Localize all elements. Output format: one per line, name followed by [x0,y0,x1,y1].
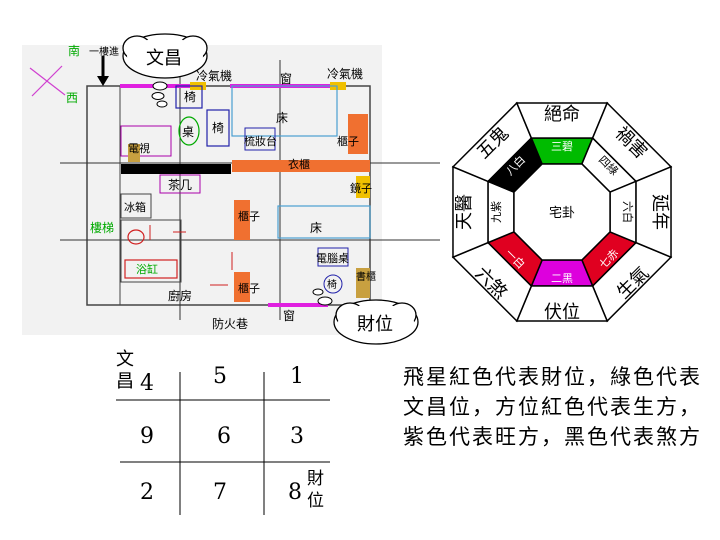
grid-cell: 2 [140,480,154,505]
bed-box [277,205,371,239]
mirror-label: 鏡子 [350,181,372,195]
compass-west: 西 [66,91,78,105]
bagua-outer-label: 伏位 [544,302,580,323]
aircon-left-label: 冷氣機 [196,68,232,83]
partition [120,125,172,157]
compass-line [31,65,63,97]
grid-wenchang-label: 文昌 [116,349,138,393]
sink-circle [127,229,145,245]
table-label: 桌 [182,125,194,139]
bagua-inner-label: 三碧 [551,140,573,153]
caiwei-bubble [312,288,419,345]
compass-south: 南 [68,43,80,58]
grid-wenchang-text: 文昌 [116,349,134,392]
bagua-outer-label: 絕命 [544,104,580,125]
computer-desk-label: 電腦桌 [316,251,349,265]
kitchen-label: 廚房 [168,288,192,303]
tv-label: 電視 [128,141,150,155]
bagua-outer-label: 天醫 [454,194,475,230]
dresser-label: 梳妝台 [244,134,277,148]
cabinet-block [234,272,250,302]
tv-block [128,144,140,162]
bookcase-label: 書櫃 [356,270,376,283]
chair-label: 椅 [212,121,224,135]
aircon-right-label: 冷氣機 [327,66,363,81]
dresser-box [244,127,276,151]
bagua-inner-label: 九紫 [490,201,503,223]
aircon-block [330,82,346,90]
chair-circle [323,274,343,294]
grid-cell: 9 [140,424,154,449]
fire-lane-label: 防火巷 [212,316,248,331]
cabinet-bottom-label: 櫃子 [238,281,260,295]
grid-cell: 4 [140,371,154,396]
grid-cell: 1 [290,364,304,389]
bagua-inner-label: 六白 [621,201,635,223]
table-oval [178,116,200,146]
cabinet-right-label: 櫃子 [337,134,359,148]
desk-box [317,247,349,267]
legend-note: 飛星紅色代表財位，綠色代表文昌位，方位紅色代表生方，紫色代表旺方，黑色代表煞方 [403,365,702,449]
chair-box [206,109,230,147]
bathtub-label: 浴缸 [136,262,158,276]
fridge-box [120,193,152,219]
window-top-label: 窗 [280,72,292,86]
chair-label: 椅 [184,90,196,104]
bed-bottom-label: 床 [310,221,322,235]
wenchang-bubble-text: 文昌 [146,48,182,69]
tea-table-box [159,174,201,194]
bagua-center [513,163,611,261]
window-bottom-label: 窗 [283,309,295,323]
window-strip [268,303,328,307]
wardrobe-label: 衣櫃 [288,157,310,171]
compass-line [29,67,66,96]
wenchang-bubble [122,33,208,108]
fridge-label: 冰箱 [124,200,146,214]
wardrobe-bar [232,160,370,172]
bed-top-label: 床 [276,111,288,125]
entry-label: 一樓進 [89,45,119,58]
grid-cell: 8 [288,480,302,505]
grid-cell: 5 [213,364,227,389]
caiwei-bubble-text: 財位 [357,314,393,335]
grid-cell: 7 [213,480,227,505]
bagua-outer-label: 延年 [649,194,670,230]
stairs-label: 樓梯 [90,220,114,235]
mirror-block [356,176,370,198]
chair-box [175,85,203,109]
grid-caiwei-label: 財位 [307,469,324,511]
bath-room [120,219,182,283]
bagua-inner-label: 二黑 [551,272,573,285]
bagua-center-label: 宅卦 [549,206,575,221]
grid-cell: 6 [217,424,231,449]
cabinet-block [234,200,250,240]
bed-box [231,85,338,137]
grid-cell: 3 [290,424,304,449]
tea-table-label: 茶几 [168,177,192,192]
chair-label: 椅 [327,278,337,291]
entry-arrow-head [97,76,109,86]
cabinet-left-label: 櫃子 [238,209,260,223]
cabinet-block [348,114,368,154]
black-wall [121,164,231,174]
bathtub-box [124,259,178,279]
bookcase-block [356,268,370,298]
